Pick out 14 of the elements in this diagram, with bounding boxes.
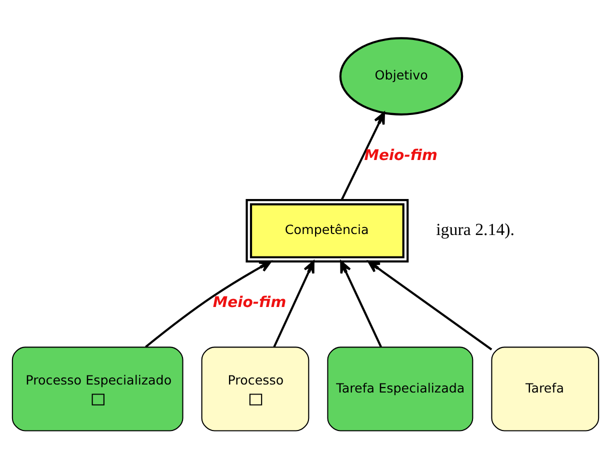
node-box: Tarefa Especializada <box>327 346 474 432</box>
node-box: Tarefa <box>491 346 600 432</box>
node-ellipse: Objetivo <box>339 37 464 116</box>
arrow <box>340 112 386 200</box>
arrow <box>145 260 272 348</box>
label: igura 2.14). <box>436 220 515 239</box>
arrow <box>368 260 492 350</box>
node-box: Competência <box>246 199 409 263</box>
edge-label: Meio-fim <box>212 294 286 312</box>
arrow <box>340 260 382 348</box>
node-box: Processo <box>201 346 310 432</box>
node-box: Processo Especializado <box>12 346 184 432</box>
arrow <box>273 260 314 348</box>
edge-label: Meio-fim <box>364 147 438 164</box>
